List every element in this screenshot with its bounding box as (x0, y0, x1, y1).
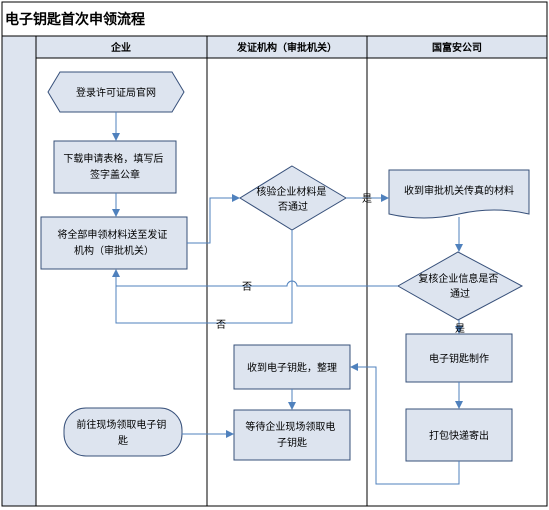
node-send-label: 将全部申领材料送至发证 机构（审批机关） (57, 228, 170, 257)
edge-label-no-recheck: 否 (242, 281, 252, 293)
edge-label-yes-recheck: 是 (455, 323, 465, 335)
node-wait-label: 等待企业现场领取电 子钥匙 (245, 420, 338, 449)
node-ship-label: 打包快递寄出 (429, 429, 489, 442)
node-download-shape (53, 140, 177, 194)
node-login-label: 登录许可证局官网 (76, 86, 156, 99)
edge-label-no-verify: 否 (216, 319, 226, 331)
node-login-shape (47, 71, 185, 113)
node-recheck-shape (396, 251, 524, 321)
node-fax-shape (388, 169, 530, 219)
node-make-key-shape (405, 333, 513, 383)
edge-ship-receive (350, 363, 460, 485)
node-send-shape (40, 216, 188, 270)
left-strip (1, 35, 37, 507)
edge-verify-no (115, 230, 293, 324)
diagram-title: 电子钥匙首次申领流程 (5, 11, 145, 28)
node-go-pickup-label: 前往现场领取电子钥 匙 (76, 418, 169, 447)
node-verify-label: 核验企业材料是 否通过 (256, 185, 329, 213)
edge-label-yes-verify: 是 (362, 193, 372, 205)
node-make-key-label: 电子钥匙制作 (429, 352, 489, 365)
edge-recheck-no (112, 269, 398, 287)
edge-send-verify (187, 194, 240, 244)
node-ship-shape (405, 408, 513, 462)
lane-header-enterprise: 企业 (110, 41, 131, 54)
node-recheck-label: 复核企业信息是否 通过 (418, 272, 501, 300)
lane-header-row (35, 35, 548, 59)
node-wait-shape (233, 409, 351, 461)
lane-header-guofuan: 国富安公司 (432, 41, 482, 54)
node-fax-label: 收到审批机关传真的材料 (404, 184, 514, 197)
node-go-pickup-shape (63, 407, 183, 457)
node-receive-key-label: 收到电子钥匙，整理 (247, 361, 337, 374)
lane-header-issuer: 发证机构（审批机关） (236, 41, 337, 54)
node-download-label: 下载申请表格，填写后 签字盖公章 (63, 152, 166, 181)
